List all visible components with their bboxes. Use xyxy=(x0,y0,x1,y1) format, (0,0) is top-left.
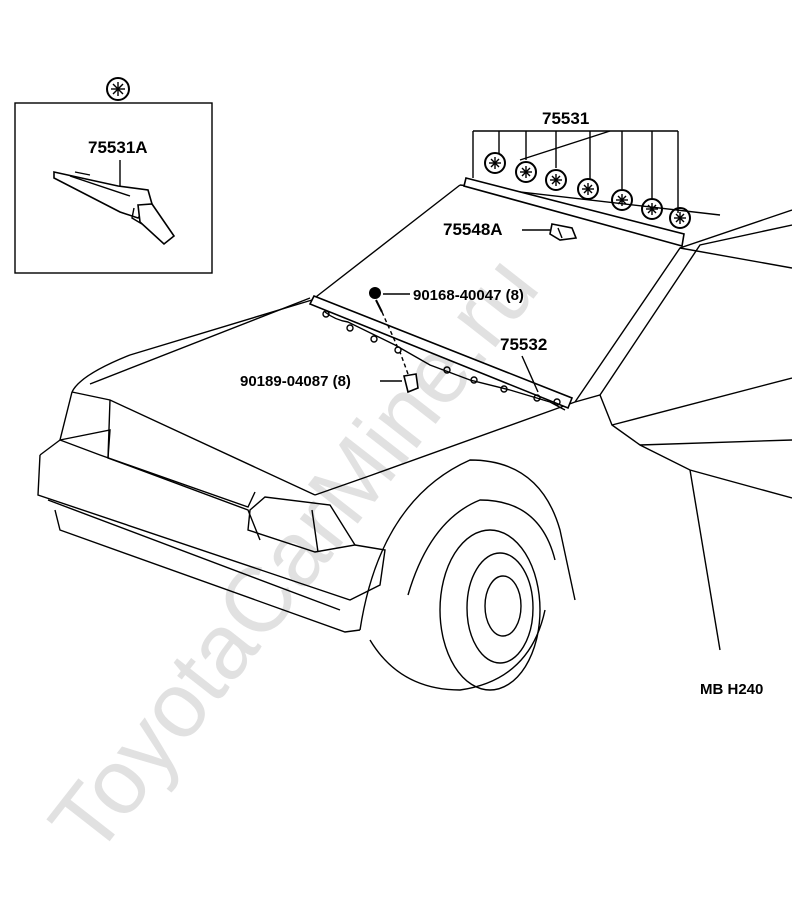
asterisk-clip-icon xyxy=(641,198,663,220)
label-75531A: 75531A xyxy=(88,138,148,157)
asterisk-marker-icon xyxy=(106,77,130,101)
nut-icon xyxy=(403,373,419,394)
car-outline xyxy=(37,184,792,691)
asterisk-clip-icon xyxy=(577,178,599,200)
callout-75532: 75532 xyxy=(500,335,547,393)
callout-75531: 75531 xyxy=(472,109,691,229)
callout-75548A: 75548A xyxy=(443,220,578,241)
moulding-75531 xyxy=(463,177,685,248)
callout-90168: 90168-40047 (8) xyxy=(369,287,524,349)
asterisk-clip-icon xyxy=(669,207,691,229)
label-75531: 75531 xyxy=(542,109,589,128)
callout-90189: 90189-04087 (8) xyxy=(240,351,419,394)
cowl-grille-75532 xyxy=(308,294,574,411)
drawing-code: MB H240 xyxy=(700,681,763,698)
bracket-75531A-icon xyxy=(53,171,176,246)
label-90168-40047: 90168-40047 (8) xyxy=(413,287,524,304)
inset-box: 75531A xyxy=(14,77,213,274)
asterisk-clip-icon xyxy=(545,169,567,191)
asterisk-clip-icon xyxy=(515,161,537,183)
label-75548A: 75548A xyxy=(443,220,503,239)
clip-75548A-icon xyxy=(549,223,578,241)
label-90189-04087: 90189-04087 (8) xyxy=(240,373,351,390)
label-75532: 75532 xyxy=(500,335,547,354)
watermark: ToyotaCarMine.ru xyxy=(30,237,557,872)
asterisk-clip-icon xyxy=(484,152,506,174)
asterisk-clip-icon xyxy=(611,189,633,211)
screw-icon xyxy=(369,287,383,313)
